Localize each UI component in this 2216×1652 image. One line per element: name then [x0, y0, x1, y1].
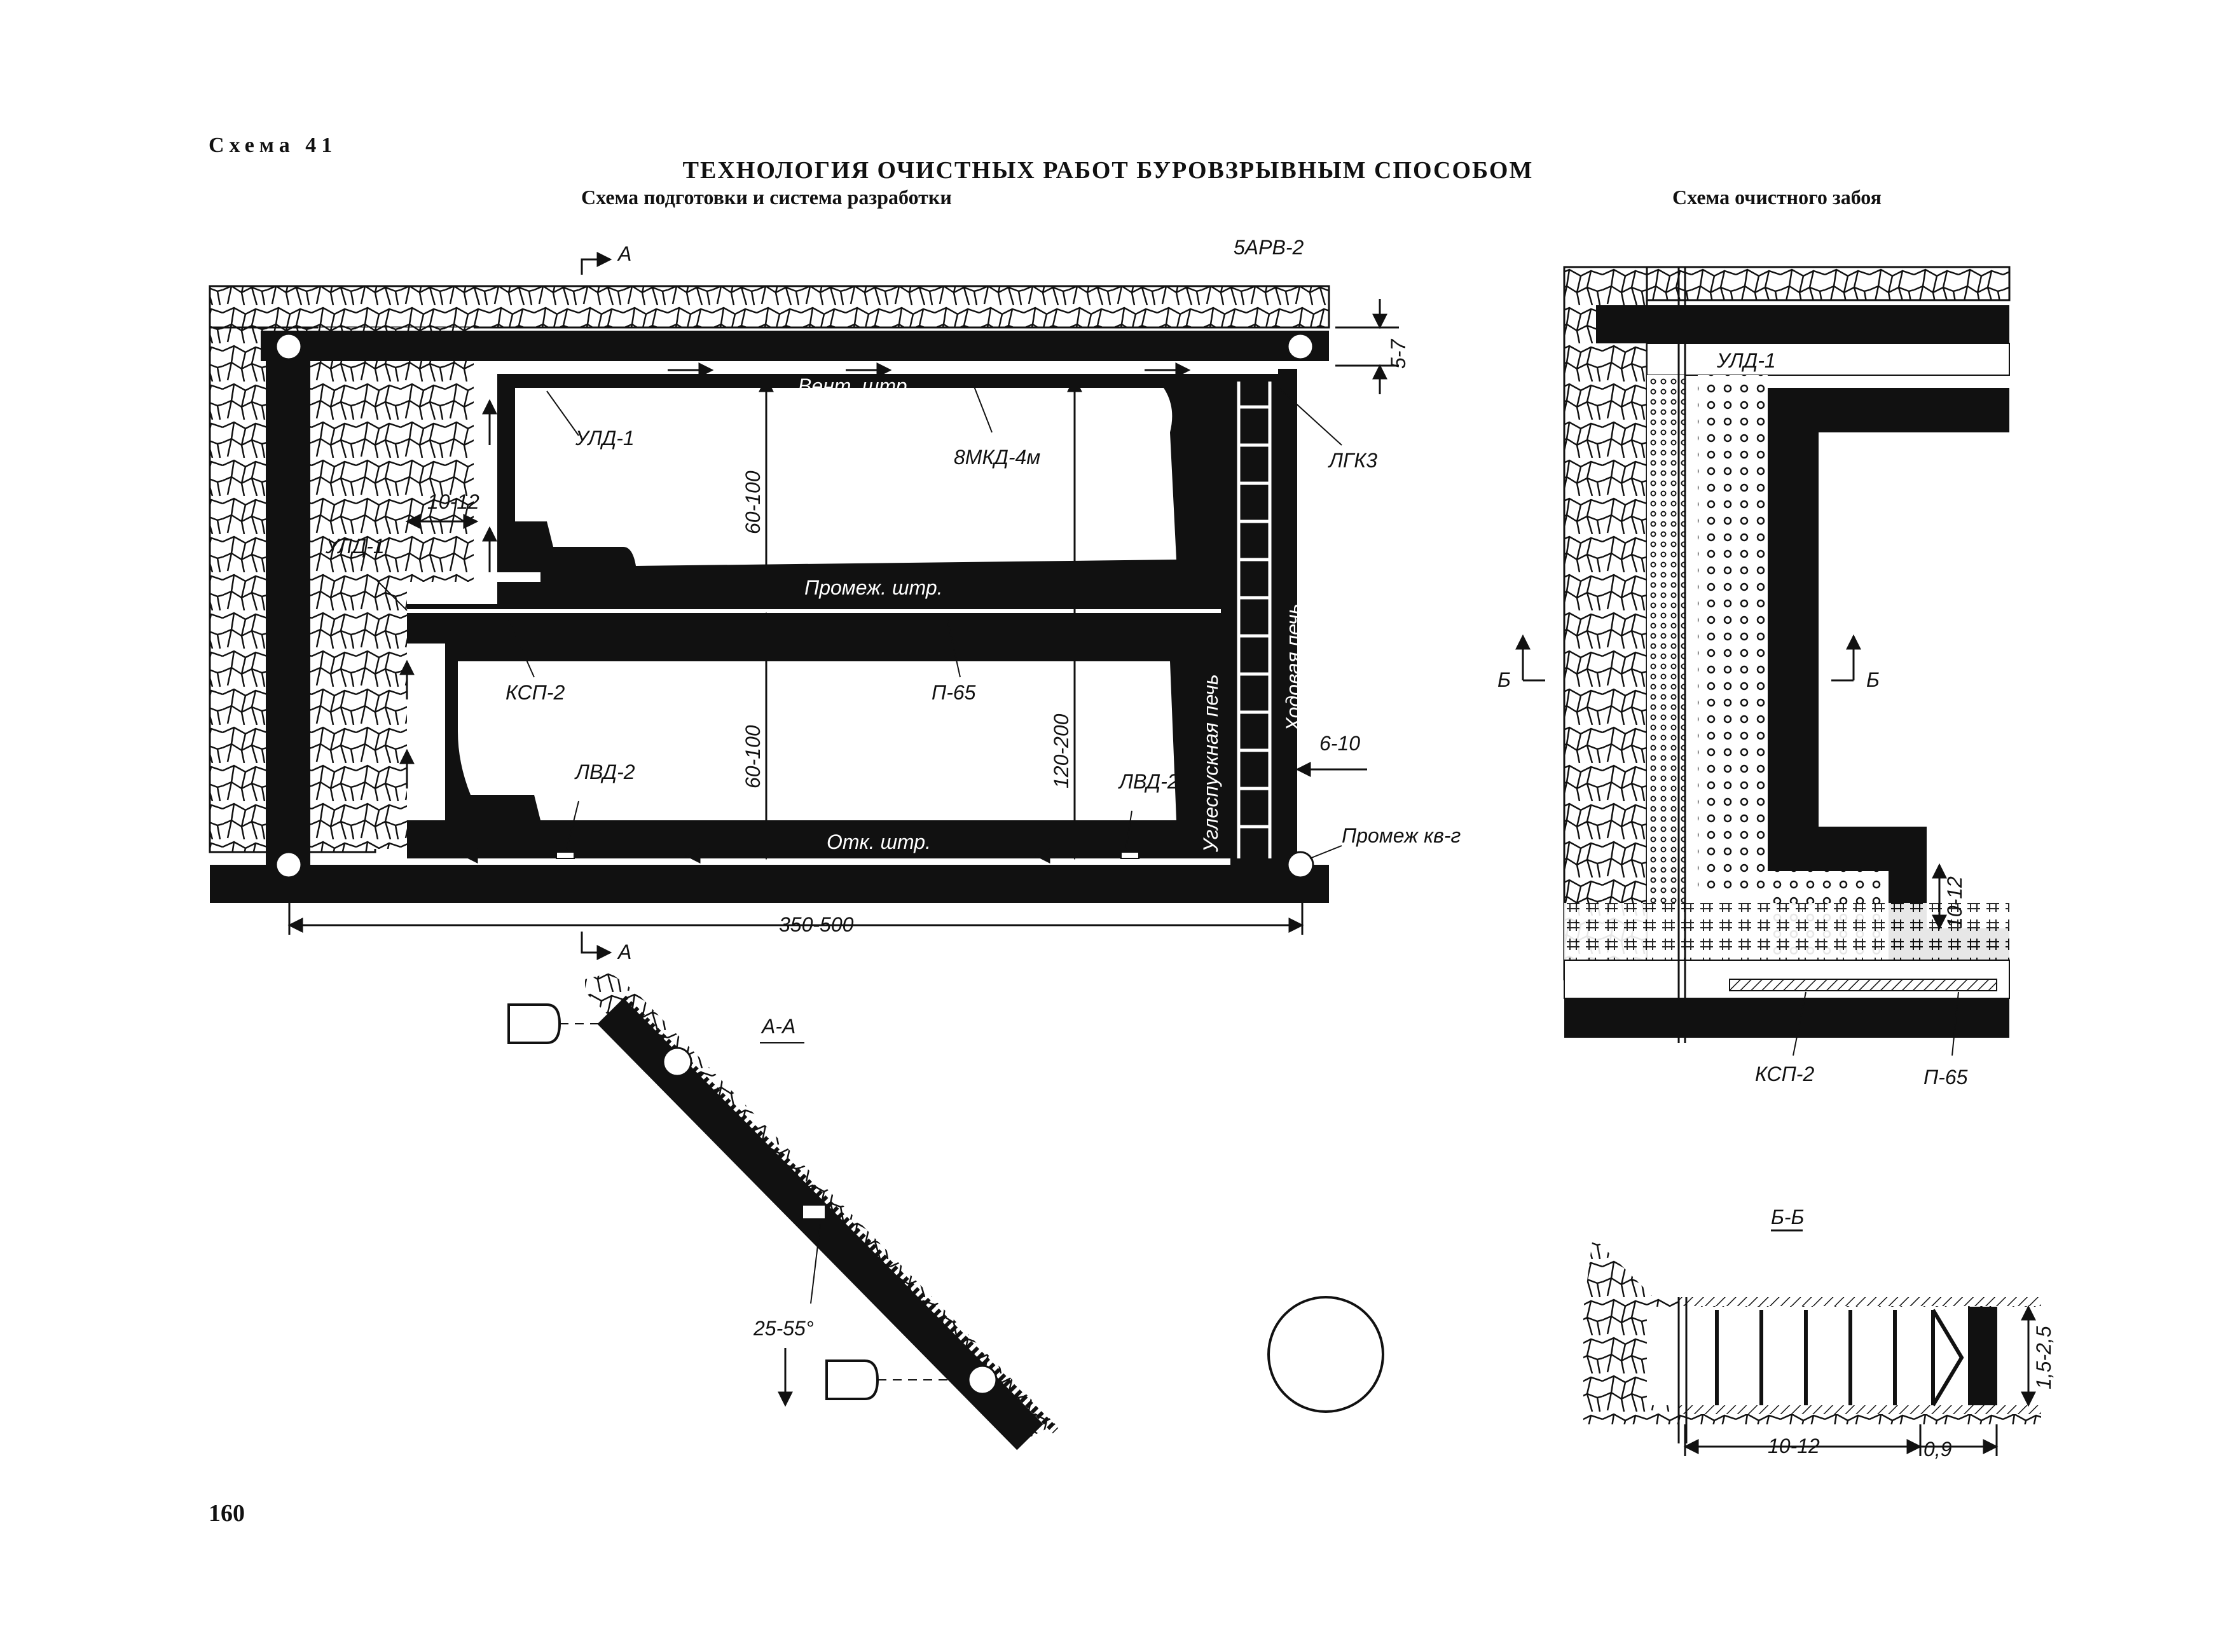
mining-plan [209, 252, 1399, 960]
section-marker-a-top: А [617, 242, 631, 265]
label-ksp: КСП-2 [506, 681, 565, 704]
section-marker-a-bottom: А [617, 940, 631, 963]
section-aa [507, 973, 1384, 1450]
label-lvd-left: ЛВД-2 [574, 761, 635, 783]
label-lgk: ЛГК3 [1328, 449, 1377, 472]
label-travel-chute: Ходовая печь [1282, 603, 1305, 732]
section-bb [1583, 1229, 2041, 1456]
face-scheme [1515, 266, 2011, 1056]
label-mkd: 8МКД-4м [954, 446, 1040, 469]
label-interm-drift: Промеж. штр. [804, 576, 943, 599]
label-barv: 5АРВ-2 [1234, 236, 1304, 259]
label-p65: П-65 [932, 681, 976, 704]
bb-dim-0-9: 0,9 [1924, 1438, 1952, 1461]
label-lvd-right: ЛВД-2 [1118, 770, 1179, 793]
section-bb-title: Б-Б [1771, 1206, 1804, 1229]
face-dim-10-12: 10-12 [1943, 876, 1966, 928]
section-aa-title: А-А [760, 1015, 795, 1038]
page-title: ТЕХНОЛОГИЯ ОЧИСТНЫХ РАБОТ БУРОВЗРЫВНЫМ С… [682, 157, 1534, 184]
label-uld1-left: УЛД-1 [325, 535, 385, 558]
label-interm-crosscut: Промеж кв-г [1342, 824, 1461, 847]
dim-5-7: 5-7 [1387, 339, 1410, 369]
dim-350-500: 350-500 [779, 913, 854, 936]
bb-dim-height: 1,5-2,5 [2032, 1326, 2055, 1389]
dim-6-10: 6-10 [1319, 732, 1360, 755]
dim-10-12-plan: 10-12 [427, 490, 479, 513]
dim-60-100-bottom: 60-100 [741, 725, 764, 788]
face-label-uld: УЛД-1 [1716, 349, 1776, 372]
label-coal-chute: Углеспускная печь [1199, 674, 1222, 853]
face-label-p65: П-65 [1924, 1066, 1968, 1089]
label-uld1-top: УЛД-1 [575, 427, 635, 450]
face-label-ksp: КСП-2 [1755, 1063, 1814, 1085]
label-vent-drift: Вент. штр. [798, 375, 912, 397]
face-marker-left: Б [1497, 668, 1511, 691]
face-subtitle: Схема очистного забоя [1672, 186, 1882, 209]
label-haul-drift: Отк. штр. [827, 830, 931, 853]
plan-subtitle: Схема подготовки и система разработки [581, 186, 952, 209]
angle-label: 25-55° [753, 1317, 814, 1340]
scheme-label: Схема 41 [209, 134, 338, 157]
dim-60-100-top: 60-100 [741, 471, 764, 534]
dim-120-200: 120-200 [1050, 713, 1073, 788]
page-number: 160 [209, 1500, 245, 1527]
face-marker-right: Б [1866, 668, 1880, 691]
bb-dim-10-12: 10-12 [1768, 1435, 1820, 1457]
